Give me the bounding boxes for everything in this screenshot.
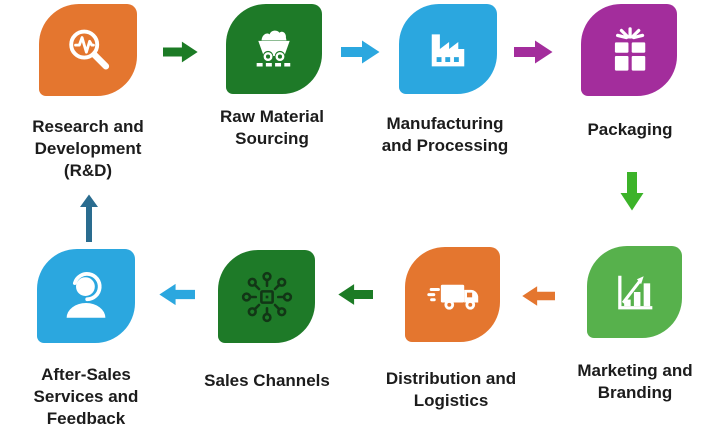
arrow-up-after-sales-to-rnd-icon — [80, 194, 98, 242]
arrow-right-rnd-to-raw-icon — [163, 41, 198, 63]
support-headset-icon — [66, 272, 106, 318]
stage-tile-raw-material — [226, 4, 322, 94]
mine-cart-icon — [256, 30, 292, 67]
arrow-left-marketing-to-distribution-icon — [522, 286, 555, 306]
stage-tile-after-sales — [37, 249, 135, 343]
stage-label-sales: Sales Channels — [204, 371, 330, 390]
stage-label-marketing: Marketing and Branding — [577, 361, 693, 402]
arrow-down-packaging-to-marketing-icon — [620, 172, 644, 211]
stage-label-manufacturing: Manufacturing and Processing — [381, 114, 509, 155]
factory-icon — [431, 34, 465, 67]
stage-label-rnd: Research and Development (R&D) — [32, 117, 144, 180]
gift-box-icon — [614, 27, 646, 71]
stage-tile-rnd — [39, 4, 137, 96]
stage-label-distribution: Distribution and Logistics — [385, 369, 517, 410]
network-hub-icon — [241, 271, 292, 322]
stage-tile-marketing — [587, 246, 682, 338]
stage-tile-packaging — [581, 4, 677, 96]
stage-tile-distribution — [405, 247, 500, 342]
stage-tile-manufacturing — [399, 4, 497, 94]
arrow-left-sales-to-after-sales-icon — [159, 283, 195, 306]
bar-chart-growth-icon — [617, 275, 652, 310]
stage-label-packaging: Packaging — [587, 120, 673, 139]
arrow-left-distribution-to-sales-icon — [338, 284, 373, 305]
arrow-right-manufacturing-to-packaging-icon — [514, 40, 553, 64]
stage-tile-sales — [218, 250, 315, 343]
delivery-truck-icon — [426, 284, 478, 310]
stage-label-raw-material: Raw Material Sourcing — [220, 107, 324, 148]
stage-label-after-sales: After-Sales Services and Feedback — [33, 365, 139, 428]
magnifier-pulse-icon — [69, 29, 110, 70]
arrow-right-raw-to-manufacturing-icon — [341, 40, 380, 64]
